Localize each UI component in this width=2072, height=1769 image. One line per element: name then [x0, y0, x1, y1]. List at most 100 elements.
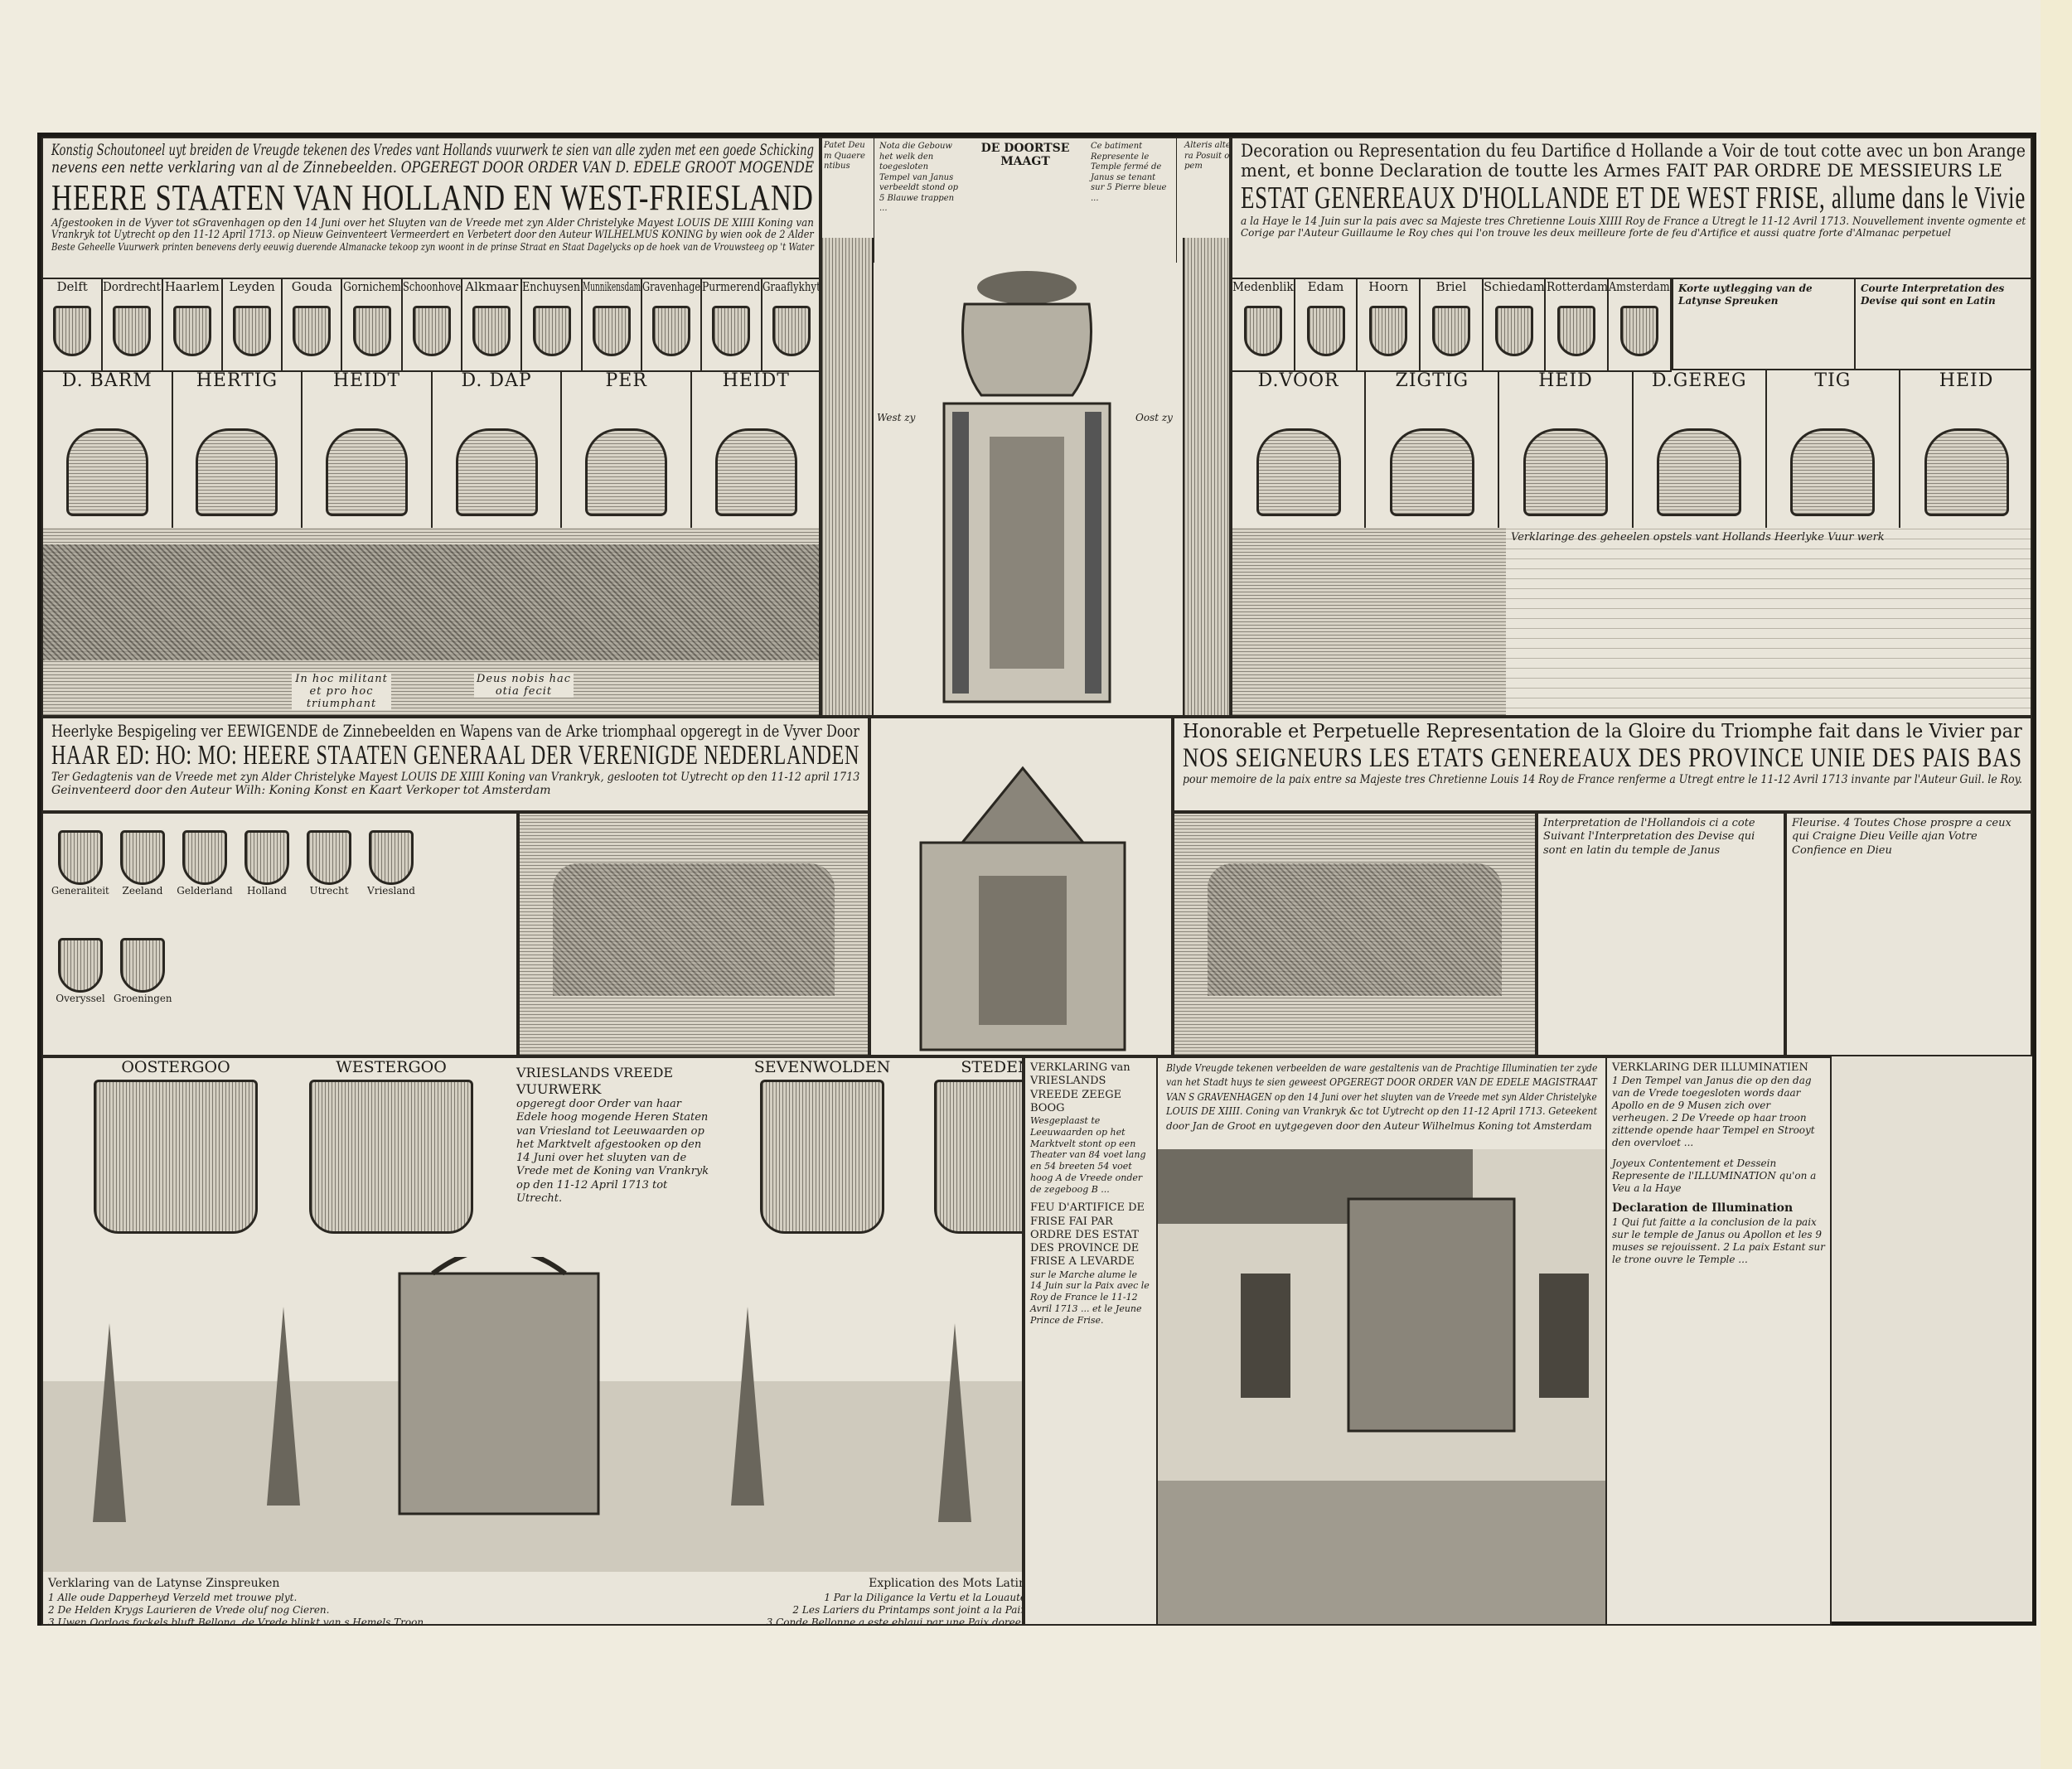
- header-line: Blyde Vreugde tekenen verbeelden de ware…: [1166, 1062, 1598, 1074]
- pedestal: D. DAP: [433, 370, 563, 528]
- header-title: ESTAT GENEREAUX D'HOLLANDE ET DE WEST FR…: [1241, 181, 2026, 216]
- header-line: Heerlyke Bespigeling ver EEWIGENDE de Zi…: [51, 721, 859, 741]
- coat-of-arms-icon: [1620, 306, 1659, 356]
- engraving-print: Konstig Schoutoneel uyt breiden de Vreug…: [37, 133, 2036, 1626]
- text-heading: Courte Interpretation des Devise qui son…: [1861, 283, 2005, 307]
- coat-of-arms-icon: [182, 830, 227, 885]
- friesland-fireworks-text: VRIESLANDS VREEDE VUURWERK opgeregt door…: [511, 1061, 716, 1209]
- text-heading: Korte uytlegging van de Latynse Spreuken: [1678, 283, 1813, 307]
- coat-of-arms-icon: [1306, 306, 1345, 356]
- latin-mottos-fr: Explication des Mots Latin 1 Par la Dili…: [623, 1573, 1024, 1626]
- coat-of-arms-icon: [652, 306, 691, 356]
- header-line: LOUIS DE XIIII. Coning van Vrankryk &c t…: [1166, 1105, 1598, 1118]
- coat-of-arms-icon: [934, 1080, 1022, 1234]
- coat-of-arms-icon: [532, 306, 571, 356]
- caption-item: 3 Conde Bellonne a este eblaui par une P…: [766, 1616, 1024, 1626]
- triumphal-arch-garden-left: [518, 812, 869, 1056]
- coat-of-arms-icon: [113, 306, 152, 356]
- city-name: Graaflykhyt: [762, 279, 821, 294]
- header-sub: Corige par l'Auteur Guillaume le Roy che…: [1241, 227, 1951, 239]
- province-name: Utrecht: [309, 885, 349, 897]
- friesland-quarter-arms: OOSTERGOO: [76, 1058, 275, 1234]
- coat-of-arms-icon: [760, 1080, 884, 1234]
- city-name: Schoonhove: [402, 279, 461, 294]
- city-name: Gouda: [291, 279, 332, 294]
- note-left: Nota die Gebouw het welk den toegesloten…: [874, 138, 965, 263]
- coat-of-arms-icon: [58, 938, 103, 993]
- province-arms: Gelderland: [176, 830, 234, 897]
- latin-explanation-fr: Courte Interpretation des Devise qui son…: [1854, 279, 2031, 370]
- explanation-text: Verklaringe des geheelen opstels vant Ho…: [1506, 528, 2031, 715]
- arch-explanation-column: VERKLARING van VRIESLANDS VREEDE ZEEGE B…: [1025, 1058, 1158, 1624]
- caption-item: 2 Les Lariers du Printamps sont joint a …: [792, 1603, 1024, 1616]
- pedestal-label: PER: [605, 370, 647, 391]
- city-name: Edam: [1307, 279, 1344, 294]
- latin-explanation-nl: Korte uytlegging van de Latynse Spreuken: [1672, 279, 1854, 370]
- temple-of-janus-illustration: [942, 271, 1111, 703]
- city-arms: Schiedam: [1484, 279, 1547, 370]
- city-arms: Amsterdam: [1609, 279, 1672, 370]
- header-sub: Beste Geheelle Vuurwerk printen benevens…: [51, 240, 814, 253]
- city-arms: Hoorn: [1358, 279, 1421, 370]
- pedestal-label: HERTIG: [196, 370, 278, 391]
- header-sub: Geinventeerd door den Auteur Wilh: Konin…: [51, 784, 551, 798]
- pedestal-illustration: [714, 428, 797, 516]
- city-arms: Medenblik: [1232, 279, 1295, 370]
- pedestal: HEID: [1900, 370, 2031, 528]
- header-line: Honorable et Perpetuelle Representation …: [1183, 721, 2022, 742]
- friesland-fireworks-illustration: [43, 1257, 1022, 1572]
- header-line: door Jan de Groot en uytgegeven door den…: [1166, 1119, 1592, 1132]
- friesland-text: opgeregt door Order van haar Edele hoog …: [516, 1098, 709, 1205]
- pedestal: D.GEREG: [1634, 370, 1767, 528]
- coat-of-arms-icon: [172, 306, 211, 356]
- coat-of-arms-icon: [53, 306, 92, 356]
- header-sub: a la Haye le 14 Juin sur la pais avec sa…: [1241, 215, 2026, 228]
- province-name: Overyssel: [56, 993, 105, 1004]
- city-name: Gravenhage: [642, 279, 701, 294]
- province-name: Holland: [247, 885, 287, 897]
- quarter-name: WESTERGOO: [336, 1058, 447, 1076]
- caption-item: 1 Alle oude Dapperheyd Verzeld met trouw…: [48, 1591, 298, 1603]
- province-arms: Groeningen: [114, 938, 172, 1004]
- pedestal-label: ZIGTIG: [1395, 370, 1469, 391]
- city-name: Schiedam: [1483, 279, 1545, 294]
- side-title: VERKLARING DER ILLUMINATIEN: [1612, 1061, 1808, 1074]
- pedestal: HEID: [1499, 370, 1634, 528]
- coat-of-arms-icon: [772, 306, 811, 356]
- gate-panel: [869, 717, 1173, 1056]
- side-fr-text: 1 Qui fut faitte a la conclusion de la p…: [1612, 1216, 1825, 1265]
- pedestal-illustration: [1790, 428, 1876, 516]
- pedestal-illustration: [1924, 428, 2009, 516]
- triumphal-gate-illustration: [919, 766, 1126, 1051]
- friesland-title: VRIESLANDS VREEDE VUURWERK: [516, 1065, 674, 1097]
- text-heading: Verklaringe des geheelen opstels vant Ho…: [1511, 531, 1885, 544]
- header-sub: Afgestooken in de Vyver tot sGravenhagen…: [51, 216, 814, 230]
- side-column-left: [822, 238, 874, 715]
- scan-background: [2041, 0, 2072, 1769]
- pedestal-label: HEID: [1538, 370, 1593, 391]
- quarter-name: SEVENWOLDEN: [753, 1058, 891, 1076]
- coat-of-arms-icon: [120, 938, 165, 993]
- pedestal-illustration: [1523, 428, 1608, 516]
- arch-text: Wesgeplaast te Leeuwaarden op het Marktv…: [1030, 1115, 1146, 1195]
- header-line: Konstig Schoutoneel uyt breiden de Vreug…: [51, 141, 814, 159]
- coat-of-arms-icon: [309, 1080, 473, 1234]
- city-arms: Haarlem: [163, 279, 223, 370]
- city-name: Medenblik: [1232, 279, 1294, 294]
- top-right-panel: Decoration ou Representation du feu Dart…: [1231, 137, 2032, 717]
- friesland-panel: OOSTERGOOWESTERGOOSEVENWOLDENSTEDEN VRIE…: [41, 1056, 1024, 1626]
- top-right-header: Decoration ou Representation du feu Dart…: [1232, 138, 2031, 279]
- east-side-label: Oost zy: [1135, 412, 1173, 423]
- header-sub: Ter Gedagtenis van de Vreede met zyn Ald…: [51, 771, 860, 785]
- pedestal-label: HEIDT: [332, 370, 401, 391]
- top-center-panel: Patet Deum Quaerentibus Nota die Gebouw …: [821, 137, 1231, 717]
- header-title: HEERE STAATEN VAN HOLLAND EN WEST-FRIESL…: [51, 176, 814, 218]
- pedestal-illustration: [326, 428, 408, 516]
- coat-of-arms-icon: [233, 306, 272, 356]
- header-line: Decoration ou Representation du feu Dart…: [1241, 141, 2026, 161]
- header-title: HAAR ED: HO: MO: HEERE STAATEN GENERAAL …: [51, 740, 860, 771]
